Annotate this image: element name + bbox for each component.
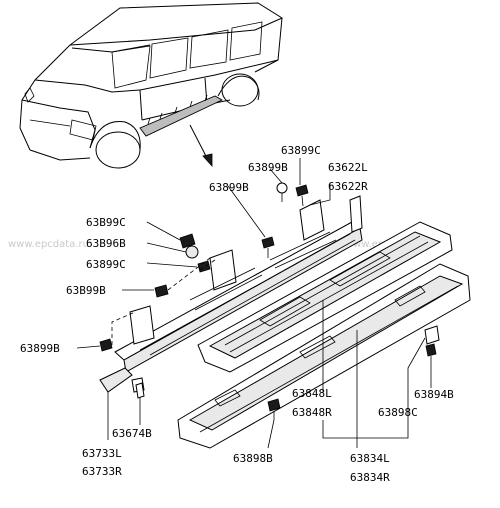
label-63899c-left: 63899C [86, 258, 126, 271]
label-63894b: 63894B [414, 388, 454, 401]
side-step-cover [177, 263, 471, 449]
label-63b99c: 63B99C [86, 216, 126, 229]
watermark-left: www.epcdata.ru [8, 239, 89, 250]
label-63898c: 63898C [378, 406, 418, 419]
label-63733l: 63733L [82, 447, 122, 460]
label-63899b-bottom: 63899B [20, 342, 60, 355]
bracket-assembly [114, 195, 363, 373]
label-63834l: 63834L [350, 452, 390, 465]
leader-lines [76, 158, 432, 449]
label-63899b-mid: 63899B [209, 181, 249, 194]
label-63899b-top: 63899B [248, 161, 288, 174]
label-63834r: 63834R [350, 471, 390, 484]
label-63674b: 63674B [112, 427, 152, 440]
label-63b99b: 63B99B [66, 284, 106, 297]
part-labels: 63899C 63899B 63899B 63622L 63622R 63B99… [20, 144, 454, 484]
label-63899c-top: 63899C [281, 144, 321, 157]
label-63898b: 63898B [233, 452, 273, 465]
fasteners [99, 182, 437, 420]
label-63622l: 63622L [328, 161, 368, 174]
step-pad [197, 221, 453, 373]
label-63622r: 63622R [328, 180, 368, 193]
label-63733r: 63733R [82, 465, 122, 478]
vehicle-outline [19, 2, 283, 169]
label-63848r: 63848R [292, 406, 332, 419]
label-63848l: 63848L [292, 387, 332, 400]
label-63b96b: 63B96B [86, 237, 126, 250]
